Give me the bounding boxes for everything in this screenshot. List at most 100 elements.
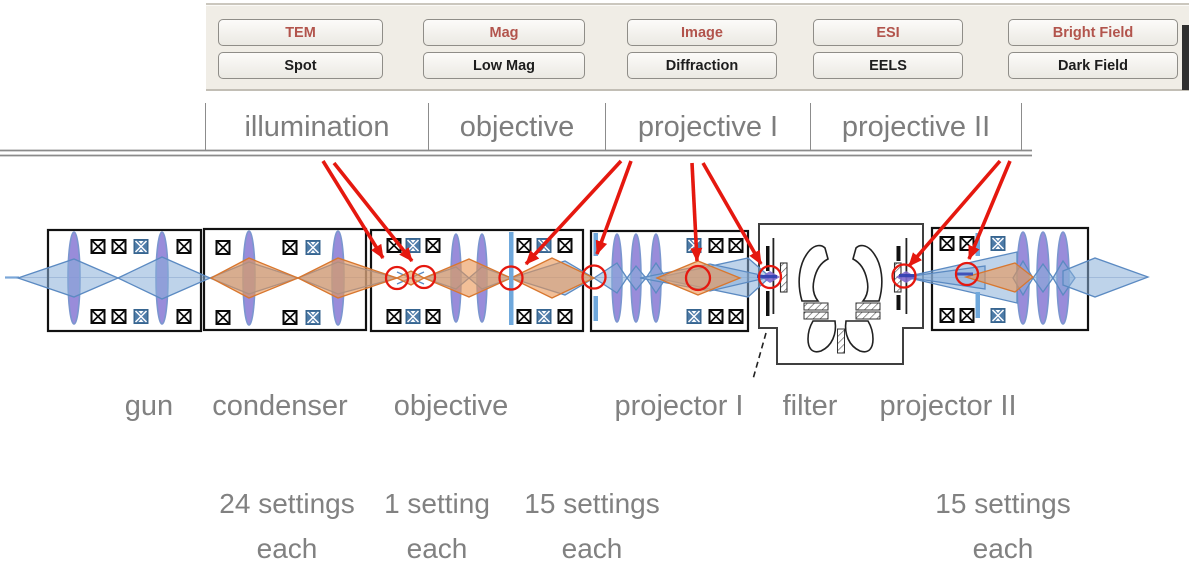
deflector-icon — [537, 239, 550, 252]
deflector-icon — [518, 310, 531, 323]
pointer-arrow — [595, 160, 633, 255]
deflector-icon — [284, 311, 297, 324]
deflector-icon — [941, 309, 954, 322]
lens — [1016, 231, 1030, 325]
deflector-icon — [306, 311, 319, 324]
deflector-icon — [961, 309, 974, 322]
deflector-icon — [217, 241, 230, 254]
prism-sector — [852, 244, 883, 302]
deflector-icon — [388, 310, 401, 323]
aperture-bars — [509, 232, 980, 325]
stage-label-objective: objective — [393, 390, 509, 422]
filter-hatched-plates — [803, 302, 881, 354]
dark-field-button[interactable]: Dark Field — [1008, 52, 1178, 79]
deflector-icon — [306, 241, 319, 254]
deflector-icon — [92, 310, 105, 323]
bright-field-button[interactable]: Bright Field — [1008, 19, 1178, 46]
beam-blue — [5, 251, 1150, 304]
projector2-box — [930, 226, 1090, 332]
deflector-icon — [710, 239, 723, 252]
settings-each: each — [972, 533, 1034, 564]
crossover-glyph — [896, 271, 916, 283]
esi-button[interactable]: ESI — [813, 19, 963, 46]
stage-label-projector2: projector II — [879, 390, 1017, 422]
deflector-icon — [991, 309, 1004, 322]
header-projective1: projective I — [605, 103, 810, 150]
lens — [476, 233, 488, 323]
deflectors — [92, 237, 1005, 324]
deflector-icon — [537, 310, 550, 323]
deflector-icon — [217, 311, 230, 324]
stage-label-condenser: condenser — [212, 390, 348, 422]
deflector-icon — [113, 310, 126, 323]
lens — [630, 233, 642, 323]
deflector-icon — [427, 310, 440, 323]
header-divider-lines — [0, 149, 1032, 157]
deflector-icon — [941, 237, 954, 250]
deflector-icon — [406, 310, 419, 323]
settings-objective: 1 setting each — [384, 481, 490, 566]
stage-label-filter: filter — [782, 390, 838, 422]
deflector-icon — [284, 241, 297, 254]
toolbar-group-image: Image Diffraction — [627, 5, 777, 89]
image-button[interactable]: Image — [627, 19, 777, 46]
lens — [331, 230, 345, 326]
deflector-icon — [92, 240, 105, 253]
axis-dash — [957, 272, 973, 276]
lens — [67, 231, 81, 325]
crossover-circle — [757, 264, 783, 290]
deflector-icon — [961, 237, 974, 250]
filter-internals — [752, 238, 916, 380]
prism-sector — [807, 320, 837, 353]
eels-button[interactable]: EELS — [813, 52, 963, 79]
diffraction-button[interactable]: Diffraction — [627, 52, 777, 79]
low-mag-button[interactable]: Low Mag — [423, 52, 585, 79]
settings-projector1: 15 settings each — [524, 481, 659, 566]
pointer-arrow — [332, 161, 414, 263]
deflector-icon — [559, 239, 572, 252]
settings-count: 15 settings — [524, 488, 660, 519]
pointer-arrow — [701, 162, 763, 265]
filter-prisms — [798, 244, 883, 353]
deflector-icon — [113, 240, 126, 253]
crossover-circle — [498, 265, 524, 291]
projector1-box — [589, 229, 750, 333]
crossover-circle — [581, 264, 607, 290]
mode-toolbar: TEM Spot Mag Low Mag Image Diffraction E… — [206, 3, 1189, 91]
lens — [1036, 231, 1050, 325]
deflector-icon — [178, 310, 191, 323]
filter-callout-line — [752, 332, 767, 380]
deflector-icon — [406, 239, 419, 252]
prism-sector — [844, 320, 874, 353]
settings-each: each — [256, 533, 318, 564]
deflector-icon — [518, 239, 531, 252]
pointer-arrow — [967, 160, 1012, 260]
settings-projector2: 15 settings each — [935, 481, 1070, 566]
crossover-circle — [411, 264, 437, 290]
header-objective: objective — [428, 103, 605, 150]
beam-orange — [209, 257, 1035, 299]
lens — [1056, 231, 1070, 325]
toolbar-group-esi: ESI EELS — [813, 5, 963, 89]
toolbar-group-mag: Mag Low Mag — [423, 5, 585, 89]
deflector-icon — [687, 239, 700, 252]
header-projective2: projective II — [810, 103, 1022, 150]
deflector-icon — [991, 237, 1004, 250]
window-edge — [1182, 25, 1189, 90]
tem-mode-button[interactable]: TEM — [218, 19, 383, 46]
settings-count: 24 settings — [219, 488, 355, 519]
spot-button[interactable]: Spot — [218, 52, 383, 79]
settings-each: each — [561, 533, 623, 564]
mag-button[interactable]: Mag — [423, 19, 585, 46]
lens — [242, 230, 256, 326]
deflector-icon — [730, 239, 743, 252]
crossover-glyph — [761, 271, 780, 283]
prism-sector — [798, 244, 829, 302]
crossover-circle — [891, 263, 917, 289]
header-illumination: illumination — [205, 103, 428, 150]
crossover-circle — [384, 265, 410, 291]
pointer-arrow — [321, 160, 385, 259]
deflector-icon — [559, 310, 572, 323]
deflector-icon — [134, 310, 147, 323]
